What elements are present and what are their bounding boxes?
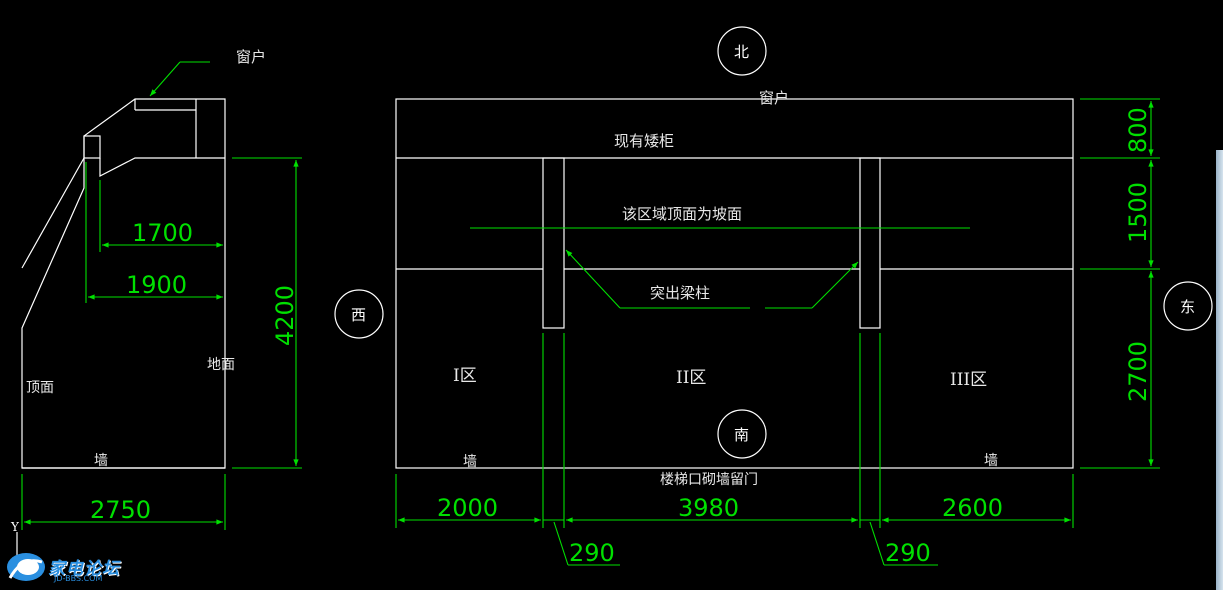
watermark-text: 家电论坛 [48, 559, 120, 579]
dim-2600-text: 2600 [942, 494, 1003, 522]
side-window-label: 窗户 [236, 48, 266, 66]
side-ceiling-slope-inner [21, 157, 85, 269]
zone-3-label: III区 [950, 370, 987, 390]
window-leader-arrow [149, 61, 181, 97]
dim-290-left-text: 290 [569, 539, 615, 567]
zone-2-label: II区 [676, 368, 706, 388]
dim-2750-text: 2750 [90, 496, 151, 524]
side-section-outline [21, 98, 226, 469]
south-label: 南 [734, 426, 749, 444]
plan-view: 北 南 西 东 窗户 现有矮柜 该区域顶面为坡面 突出梁柱 I区 II区 III… [334, 26, 1213, 567]
dim-1500-text: 1500 [1124, 182, 1152, 243]
slope-note: 该区域顶面为坡面 [622, 205, 742, 223]
window-edge-strip [1216, 150, 1223, 590]
north-label: 北 [734, 43, 749, 61]
watermark-logo: 家电论坛 JD-BBS.COM [2, 548, 162, 586]
plan-window-label: 窗户 [759, 89, 789, 107]
east-label: 东 [1180, 298, 1195, 316]
dim-2000-text: 2000 [437, 494, 498, 522]
beam-leader-left [565, 249, 621, 309]
side-section-view: 窗户 顶面 地面 墙 1700 1900 4200 2750 [21, 48, 302, 530]
door-note: 楼梯口砌墙留门 [660, 472, 758, 488]
axis-y-label: Y [10, 520, 20, 534]
beam-note: 突出梁柱 [650, 284, 710, 302]
dim-3980-text: 3980 [678, 494, 739, 522]
dim-4200-text: 4200 [271, 285, 299, 346]
beam-column-right [859, 157, 881, 329]
beam-column-left [542, 157, 565, 329]
side-wall-label: 墙 [94, 453, 108, 469]
watermark-swirl-icon [7, 553, 45, 581]
cabinet-label: 现有矮柜 [614, 132, 674, 150]
east-circle [1163, 281, 1213, 331]
west-circle [334, 289, 384, 339]
plan-outline [395, 98, 1074, 469]
dim-290-right-text: 290 [885, 539, 931, 567]
dim-800-text: 800 [1124, 107, 1152, 153]
plan-wall-left-label: 墙 [463, 454, 477, 470]
dim-2700-text: 2700 [1124, 341, 1152, 402]
side-window-box [83, 135, 101, 159]
plan-wall-right-label: 墙 [984, 453, 998, 469]
beam-leader-right [811, 261, 859, 309]
dim-1700-text: 1700 [132, 219, 193, 247]
side-floor-label: 地面 [207, 357, 235, 373]
zone-1-label: I区 [453, 366, 477, 386]
west-label: 西 [351, 306, 366, 324]
watermark-subtext: JD-BBS.COM [54, 574, 103, 583]
south-circle [717, 409, 767, 459]
side-ledge-line [99, 157, 225, 177]
dim-1900-text: 1900 [126, 271, 187, 299]
side-ceiling-label: 顶面 [26, 380, 54, 396]
north-circle [717, 26, 767, 76]
